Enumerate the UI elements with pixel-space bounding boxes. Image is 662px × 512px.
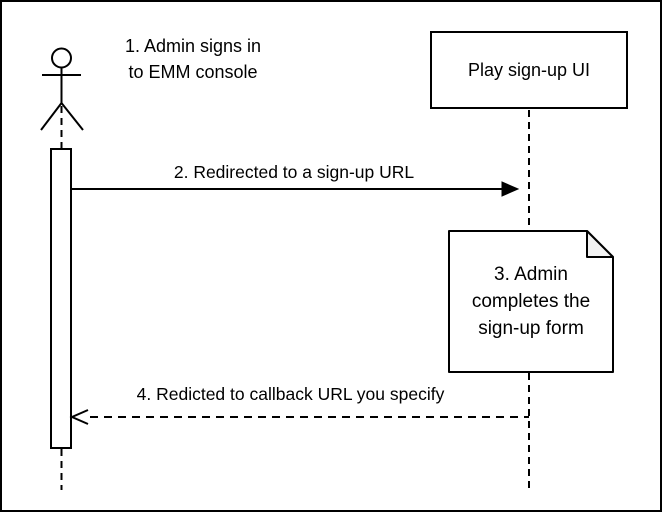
step3-note-text: 3. Admin completes the sign-up form — [471, 264, 591, 339]
participant-play-label: Play sign-up UI — [467, 59, 591, 80]
note-fold-corner — [586, 230, 614, 258]
message-2-arrow — [71, 181, 520, 197]
note-shape — [448, 230, 614, 373]
step4-message-label: 4. Redicted to callback URL you specify — [136, 384, 445, 404]
actor-right-leg — [60, 102, 84, 131]
message-4-arrow — [69, 409, 529, 425]
arrowhead-filled — [501, 181, 520, 197]
step2-message-label: 2. Redirected to a sign-up URL — [173, 162, 415, 182]
actor-left-leg — [40, 102, 63, 131]
activation-bar — [50, 148, 72, 449]
actor-figure — [40, 47, 84, 131]
arrowhead-open — [69, 409, 89, 425]
participant-play-box: Play sign-up UI — [430, 31, 628, 109]
actor-head — [51, 47, 72, 69]
step1-label: 1. Admin signs in to EMM console — [124, 36, 262, 82]
